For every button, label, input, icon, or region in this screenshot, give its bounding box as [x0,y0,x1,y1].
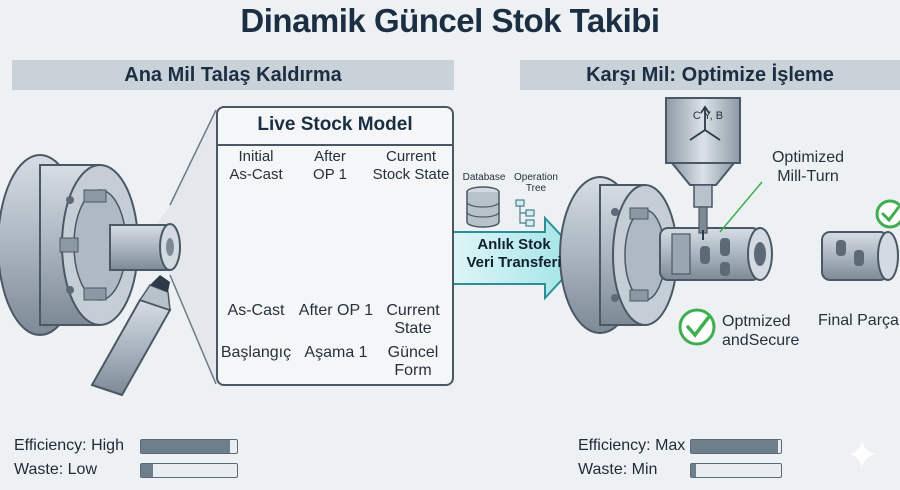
sparkle-icon [848,440,876,468]
cutting-tool-holder [90,275,172,397]
right-efficiency-bar [690,439,782,454]
left-section-title: Ana Mil Talaş Kaldırma [12,60,454,90]
stage2-mid-label: After OP 1 [298,302,374,319]
left-waste-fill [141,464,153,477]
left-efficiency-fill [141,440,231,453]
stock-model-title: Live Stock Model [257,114,413,135]
stage3-mid-label: Current State [386,302,440,337]
right-waste-label: Waste: Min [578,461,658,478]
operation-tree-icon [515,199,535,227]
transfer-arrow-label: Anlık Stok Veri Transferi [466,236,562,271]
optimized-secure-label: Optmized andSecure [722,313,800,349]
live-stock-model-panel: Live Stock Model [216,106,454,386]
stage1-mid-label: As-Cast [227,302,285,319]
optimized-leader-line [719,181,763,233]
stage1-top-label: Initial As-Cast [229,148,283,183]
page-title: Dinamik Güncel Stok Takibi [240,2,660,39]
left-waste-bar [140,463,238,478]
stage2-bottom-label: Aşama 1 [304,344,368,361]
database-label: Database [462,172,506,183]
stock-model-divider [218,144,452,146]
database-icon [466,186,500,228]
final-check-icon [875,199,900,229]
left-efficiency-bar [140,439,238,454]
axis-arrows-icon [689,105,721,141]
left-waste-label: Waste: Low [14,461,97,478]
workpiece-in-machining [659,227,773,281]
stage2-top-label: After OP 1 [313,148,347,183]
zoom-funnel [150,109,217,385]
left-efficiency-label: Efficiency: High [14,437,124,454]
final-part-label: Final Parça [818,312,899,329]
sub-spindle-chuck [559,176,678,334]
right-section-title: Karşı Mil: Optimize İşleme [520,60,900,90]
stage3-top-label: Current Stock State [372,148,450,183]
stage1-bottom-label: Başlangıç [220,344,292,361]
axis-label: C Y, B [692,110,724,122]
main-spindle-chuck [0,154,181,336]
right-waste-bar [690,463,782,478]
optimized-mill-turn-label: Optimized Mill-Turn [771,149,845,185]
final-part [821,231,899,281]
right-efficiency-fill [691,440,779,453]
right-waste-fill [691,464,696,477]
secure-check-icon [678,308,716,346]
stage3-bottom-label: Güncel Form [387,344,439,379]
operation-tree-label: Operation Tree [514,172,558,194]
right-efficiency-label: Efficiency: Max [578,437,686,454]
